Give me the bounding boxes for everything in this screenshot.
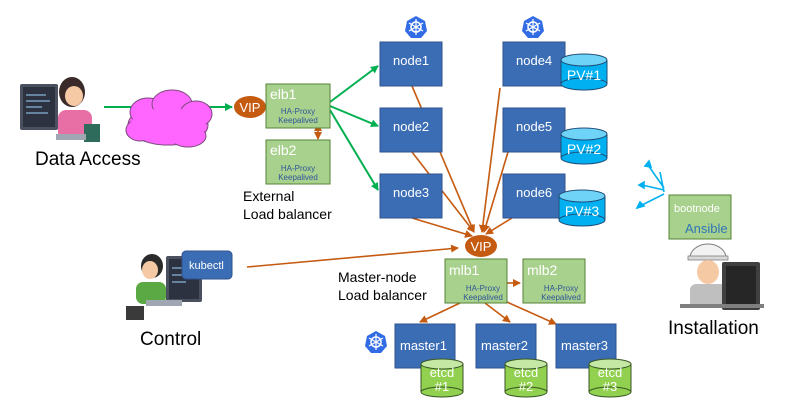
- etcd3-name: etcd: [598, 365, 623, 380]
- kubectl-label: kubectl: [189, 260, 224, 272]
- node4-label: node4: [516, 53, 552, 68]
- node3-box: node3: [379, 173, 443, 219]
- elb2-haproxy: HA-Proxy: [281, 164, 315, 173]
- kubectl-badge: kubectl: [181, 250, 233, 280]
- master2-box: master2: [475, 323, 537, 369]
- master-lb-caption-1: Master-node: [338, 269, 417, 285]
- mlb1-keepalived: Keepalived: [463, 293, 503, 302]
- kubernetes-icon: [522, 16, 544, 38]
- elb1-haproxy: HA-Proxy: [281, 107, 315, 116]
- elb1-keepalived: Keepalived: [278, 116, 318, 125]
- mlb1-name: mlb1: [449, 262, 480, 278]
- mlb2-box: mlb2 HA-Proxy Keepalived: [522, 258, 586, 304]
- master1-label: master1: [400, 338, 447, 353]
- elb2-box: elb2 HA-Proxy Keepalived: [265, 139, 331, 185]
- arrow-elb-to-node1: [329, 65, 379, 103]
- mlb2-name: mlb2: [527, 262, 558, 278]
- master3-label: master3: [561, 338, 608, 353]
- data-access-user-icon: [20, 77, 100, 142]
- arrow-node6-to-mvip: [485, 217, 513, 235]
- elb2-keepalived: Keepalived: [278, 173, 318, 182]
- mlb1-haproxy: HA-Proxy: [466, 284, 500, 293]
- master-lb-caption-2: Load balancer: [338, 287, 427, 303]
- external-vip: VIP: [234, 96, 266, 118]
- external-lb-caption-1: External: [243, 188, 294, 204]
- node4-box: node4: [502, 41, 566, 87]
- network-cloud-icon: [125, 89, 213, 148]
- arrow-mlb-to-master2: [484, 302, 511, 323]
- etcd1-number: #1: [435, 379, 449, 394]
- kubernetes-icon: [365, 331, 387, 353]
- elb1-box: elb1 HA-Proxy Keepalived: [265, 83, 331, 129]
- arrow-node3-to-mvip: [411, 217, 473, 238]
- mlb2-haproxy: HA-Proxy: [544, 284, 578, 293]
- control-label: Control: [140, 329, 201, 350]
- etcd2-name: etcd: [514, 365, 539, 380]
- external-lb-caption-2: Load balancer: [243, 206, 332, 222]
- node5-label: node5: [516, 119, 552, 134]
- etcd3-number: #3: [603, 379, 617, 394]
- ansible-label: Ansible: [685, 221, 728, 236]
- elb2-name: elb2: [270, 142, 297, 158]
- elb1-name: elb1: [270, 86, 297, 102]
- node3-label: node3: [393, 185, 429, 200]
- arrow-elb-to-node3: [329, 109, 379, 191]
- installation-worker-icon: [680, 243, 764, 310]
- arrow-kubectl-to-mvip: [246, 244, 459, 268]
- arrow-elb-to-node2: [329, 105, 379, 127]
- pv3-label: PV#3: [565, 203, 599, 219]
- arrow-mlb-to-master3: [497, 297, 557, 325]
- master-vip: VIP: [465, 235, 497, 257]
- arrow-node4-to-mvip: [478, 87, 501, 233]
- etcd2-number: #2: [519, 379, 533, 394]
- etcd1-cylinder: etcd #1: [420, 358, 464, 398]
- pv1-label: PV#1: [567, 67, 601, 83]
- mlb2-keepalived: Keepalived: [541, 293, 581, 302]
- pv2-label: PV#2: [567, 141, 601, 157]
- node5-box: node5: [502, 107, 566, 153]
- master-vip-label: VIP: [471, 239, 492, 254]
- node2-label: node2: [393, 119, 429, 134]
- pv1-cylinder: PV#1: [560, 53, 608, 91]
- pv2-cylinder: PV#2: [560, 127, 608, 165]
- master2-label: master2: [481, 338, 528, 353]
- bootnode-box: bootnode Ansible: [668, 194, 732, 240]
- node1-box: node1: [379, 41, 443, 87]
- installation-label: Installation: [668, 318, 759, 339]
- data-access-label: Data Access: [35, 149, 141, 170]
- pv3-cylinder: PV#3: [558, 189, 606, 227]
- node1-label: node1: [393, 53, 429, 68]
- mlb1-box: mlb1 HA-Proxy Keepalived: [444, 258, 508, 304]
- fanout-arrows-icon: [635, 159, 665, 210]
- etcd3-cylinder: etcd #3: [588, 358, 632, 398]
- etcd1-name: etcd: [430, 365, 455, 380]
- node2-box: node2: [379, 107, 443, 153]
- node6-label: node6: [516, 185, 552, 200]
- kubernetes-icon: [405, 16, 427, 38]
- arrow-mlb-to-master1: [419, 302, 461, 323]
- arrow-node5-to-mvip: [482, 151, 509, 233]
- external-vip-label: VIP: [240, 100, 261, 115]
- bootnode-label: bootnode: [674, 203, 720, 215]
- arrow-node2-to-mvip: [411, 151, 475, 233]
- etcd2-cylinder: etcd #2: [504, 358, 548, 398]
- node6-box: node6: [502, 173, 566, 219]
